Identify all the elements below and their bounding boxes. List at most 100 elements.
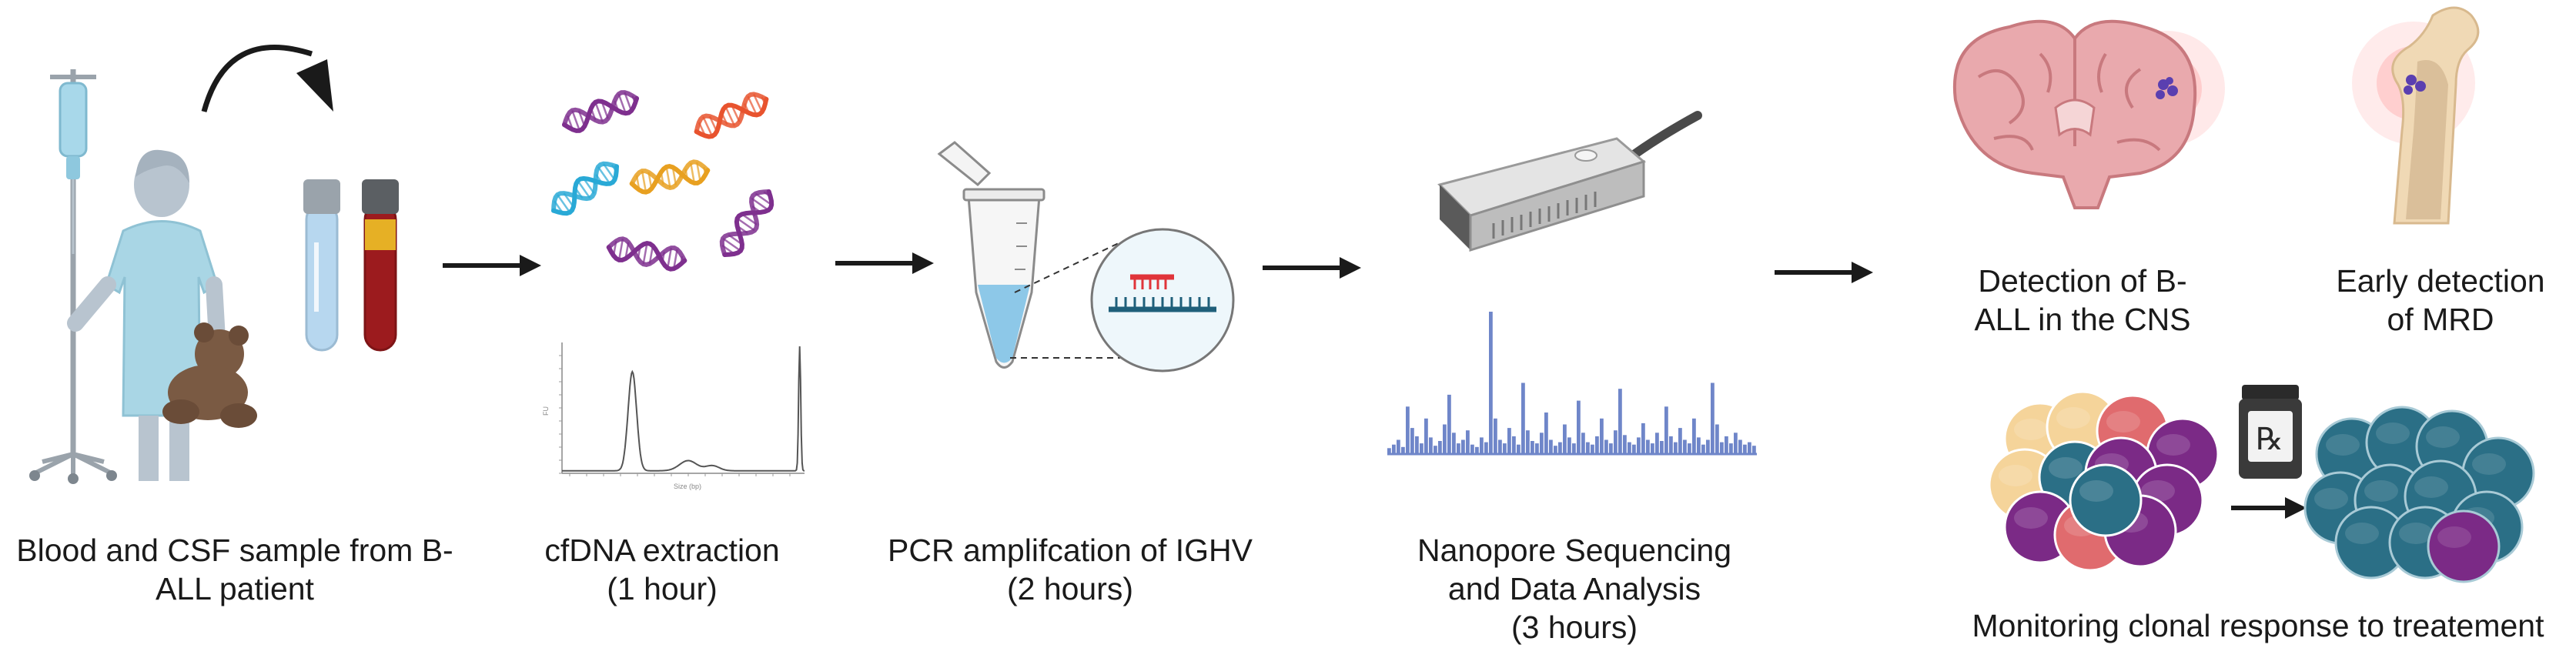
arrow-2 xyxy=(835,252,934,274)
signal-bar xyxy=(1720,442,1724,454)
brain-illustration xyxy=(1952,19,2225,209)
signal-bar xyxy=(1577,400,1581,454)
signal-bar xyxy=(1683,439,1687,454)
bone-illustration xyxy=(2352,6,2480,225)
step-label-sequencing: Nanopore Sequencing and Data Analysis (3… xyxy=(1417,533,1732,645)
arrow-4 xyxy=(1775,262,1873,283)
signal-bar xyxy=(1494,418,1497,455)
signal-bar xyxy=(1674,442,1678,454)
clonal-cells-before xyxy=(1988,390,2220,572)
signal-bar xyxy=(1618,389,1622,454)
signal-bar xyxy=(1614,430,1618,454)
patient-gown xyxy=(105,220,219,417)
signal-bar xyxy=(1420,443,1423,454)
outcome-label-mrd: Early detection of MRD xyxy=(2336,263,2545,337)
signal-bar xyxy=(1651,443,1654,454)
signal-bar xyxy=(1461,439,1465,454)
signal-bar xyxy=(1701,444,1705,454)
cfdna-trace: FU Size (bp) xyxy=(542,342,805,490)
signal-bar xyxy=(1480,437,1484,454)
dna-helix-1 xyxy=(694,92,769,139)
signal-bar xyxy=(1646,439,1650,454)
signal-bar xyxy=(1641,423,1645,454)
cell xyxy=(2427,509,2501,583)
dna-helices xyxy=(551,90,774,272)
signal-bar xyxy=(1498,439,1502,454)
dna-helix-4 xyxy=(606,236,687,272)
trace-ylabel: FU xyxy=(542,406,550,416)
signal-bar xyxy=(1632,444,1636,454)
signal-bar xyxy=(1531,441,1534,454)
outcome-label-monitoring: Monitoring clonal response to treatement xyxy=(1972,608,2544,643)
signal-bar xyxy=(1563,424,1567,454)
signal-bar xyxy=(1447,394,1451,454)
signal-bar xyxy=(1609,443,1613,454)
teddy-bear xyxy=(162,322,257,428)
signal-bar xyxy=(1401,446,1405,455)
signal-bar xyxy=(1752,446,1756,454)
dna-helix-3 xyxy=(629,159,711,195)
signal-bar xyxy=(1410,428,1414,454)
nanopore-sequencer xyxy=(1437,111,1702,252)
signal-bar xyxy=(1664,406,1668,454)
signal-bar xyxy=(1489,312,1493,454)
dna-helix-0 xyxy=(562,90,639,133)
signal-bar xyxy=(1692,418,1696,455)
signal-bar xyxy=(1544,413,1548,454)
signal-bar xyxy=(1572,443,1576,454)
signal-bar xyxy=(1406,406,1410,454)
signal-bar xyxy=(1586,442,1590,454)
csf-tube xyxy=(305,202,339,352)
outcome-label-cns: Detection of B- ALL in the CNS xyxy=(1974,263,2191,337)
signal-bar xyxy=(1725,436,1728,454)
sample-tubes xyxy=(303,179,399,352)
arrow-3 xyxy=(1263,257,1361,279)
signal-bar xyxy=(1697,437,1701,454)
signal-bar xyxy=(1415,436,1419,454)
signal-bar xyxy=(1521,382,1525,454)
signal-bar xyxy=(1688,443,1691,454)
step-label-pcr: PCR amplifcation of IGHV (2 hours) xyxy=(888,533,1253,606)
signal-bar xyxy=(1715,424,1719,454)
signal-bar xyxy=(1600,418,1604,455)
signal-bar xyxy=(1711,382,1715,454)
signal-bar xyxy=(1475,446,1479,455)
signal-bar xyxy=(1526,430,1530,454)
signal-bar xyxy=(1387,448,1391,454)
dna-helix-5 xyxy=(719,189,774,257)
pcr-tube-illustration xyxy=(937,141,1235,372)
signal-bar xyxy=(1748,442,1751,454)
iv-bag xyxy=(59,82,88,158)
signal-bar xyxy=(1554,446,1557,454)
signal-bar xyxy=(1743,444,1747,454)
signal-bar xyxy=(1452,433,1456,455)
signal-bar xyxy=(1507,428,1511,454)
signal-bar xyxy=(1457,443,1460,454)
signal-bar xyxy=(1734,433,1738,455)
signal-bar xyxy=(1558,442,1562,454)
treatment-arrow xyxy=(2231,497,2307,519)
curved-arrow xyxy=(201,45,333,112)
cell xyxy=(2069,463,2143,537)
signal-bar xyxy=(1660,441,1664,454)
signal-bar xyxy=(1669,436,1673,454)
signal-bar xyxy=(1434,446,1437,454)
signal-bar xyxy=(1591,444,1594,454)
pcr-tube xyxy=(967,195,1041,369)
signal-bar xyxy=(1397,439,1400,454)
patient-illustration xyxy=(29,69,257,484)
signal-bar xyxy=(1623,435,1627,454)
signal-bar xyxy=(1540,433,1544,455)
signal-bar xyxy=(1706,439,1710,454)
signal-bar xyxy=(1470,444,1474,454)
step-label-sample: Blood and CSF sample from B- ALL patient xyxy=(16,533,453,606)
signal-bar xyxy=(1604,439,1608,454)
sequencing-signal xyxy=(1387,312,1757,456)
signal-bar xyxy=(1424,418,1428,455)
signal-bar xyxy=(1517,444,1521,454)
signal-bar xyxy=(1503,443,1507,454)
signal-bar xyxy=(1549,439,1553,454)
signal-bar xyxy=(1628,442,1631,454)
rx-symbol: ℞ xyxy=(2256,422,2283,456)
